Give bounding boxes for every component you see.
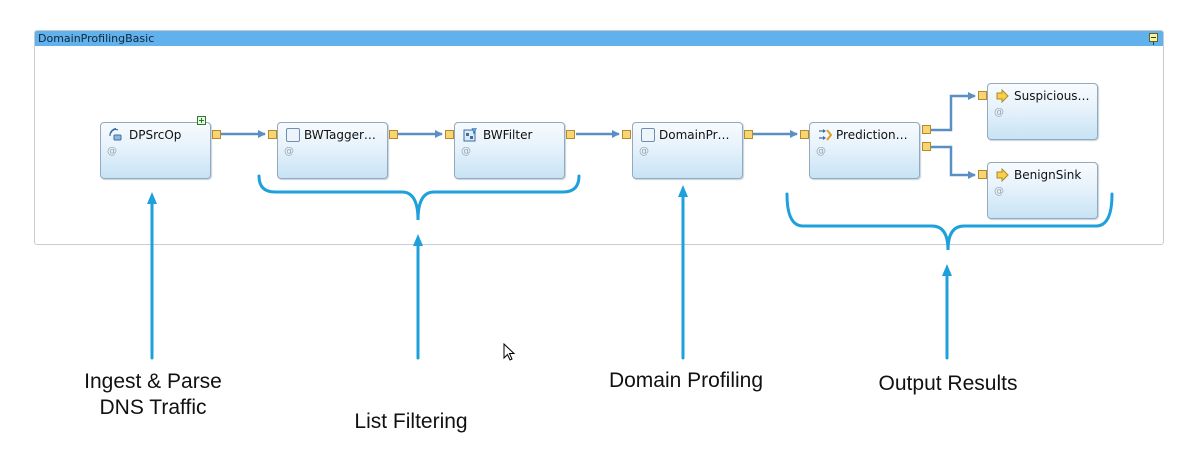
add-port-icon[interactable] (197, 116, 206, 125)
sink-operator-icon (996, 168, 1009, 182)
input-port-suspicious[interactable] (978, 91, 987, 100)
output-port-prediction-2[interactable] (922, 142, 931, 151)
operator-label: BWTagger… (304, 128, 376, 142)
operator-bwfilter[interactable]: BWFilter @ (454, 122, 565, 179)
operator-bwtagger[interactable]: BWTagger… @ (277, 122, 388, 179)
composite-title: DomainProfilingBasic (38, 32, 155, 45)
function-operator-icon (819, 129, 832, 141)
operator-domainpr[interactable]: DomainPr… @ (632, 122, 743, 179)
operator-label: BenignSink (1014, 168, 1082, 182)
operator-benignsink[interactable]: BenignSink @ (987, 162, 1098, 219)
source-operator-icon (109, 128, 122, 141)
operator-annotation-marker: @ (816, 146, 826, 157)
stream-prediction-suspicious (931, 92, 976, 132)
mouse-cursor-icon (503, 343, 516, 361)
input-port-benignsink[interactable] (978, 170, 987, 179)
operator-label: DomainPr… (659, 128, 730, 142)
output-port-bwtagger[interactable] (389, 130, 398, 139)
operator-label: BWFilter (483, 128, 533, 142)
brace-output-results (785, 192, 1114, 251)
operator-annotation-marker: @ (994, 107, 1004, 118)
operator-annotation-marker: @ (284, 146, 294, 157)
operator-annotation-marker: @ (994, 186, 1004, 197)
output-port-dpsrcop[interactable] (212, 130, 221, 139)
brace-list-filtering (257, 174, 581, 221)
annotation-output-results: Output Results (878, 372, 1018, 395)
annotation-ingest-parse: Ingest & Parse DNS Traffic (84, 370, 222, 419)
composite-domainprofilingbasic[interactable]: DomainProfilingBasic (34, 30, 1164, 245)
operator-label: Suspicious… (1014, 89, 1090, 103)
output-port-domainpr[interactable] (744, 130, 753, 139)
input-port-prediction[interactable] (800, 130, 809, 139)
input-port-bwtagger[interactable] (268, 130, 277, 139)
collapse-icon[interactable] (1149, 33, 1158, 45)
output-port-prediction-1[interactable] (922, 125, 931, 134)
operator-annotation-marker: @ (461, 146, 471, 157)
input-port-bwfilter[interactable] (445, 130, 454, 139)
composite-title-bar[interactable]: DomainProfilingBasic (35, 31, 1163, 46)
annotation-list-filtering: List Filtering (354, 410, 468, 433)
operator-suspicious[interactable]: Suspicious… @ (987, 83, 1098, 140)
filter-operator-icon (463, 128, 477, 142)
operator-dpsrcop[interactable]: DPSrcOp @ (100, 122, 211, 179)
stream-prediction-benignsink (931, 145, 976, 179)
operator-icon (286, 128, 300, 142)
operator-annotation-marker: @ (639, 146, 649, 157)
operator-annotation-marker: @ (107, 146, 117, 157)
operator-label: DPSrcOp (129, 128, 182, 142)
annotation-domain-profiling: Domain Profiling (608, 369, 764, 392)
input-port-domainpr[interactable] (622, 130, 631, 139)
sink-operator-icon (996, 89, 1009, 103)
operator-label: Prediction… (836, 128, 908, 142)
operator-icon (641, 128, 655, 142)
operator-prediction[interactable]: Prediction… @ (809, 122, 920, 179)
output-port-bwfilter[interactable] (566, 130, 575, 139)
